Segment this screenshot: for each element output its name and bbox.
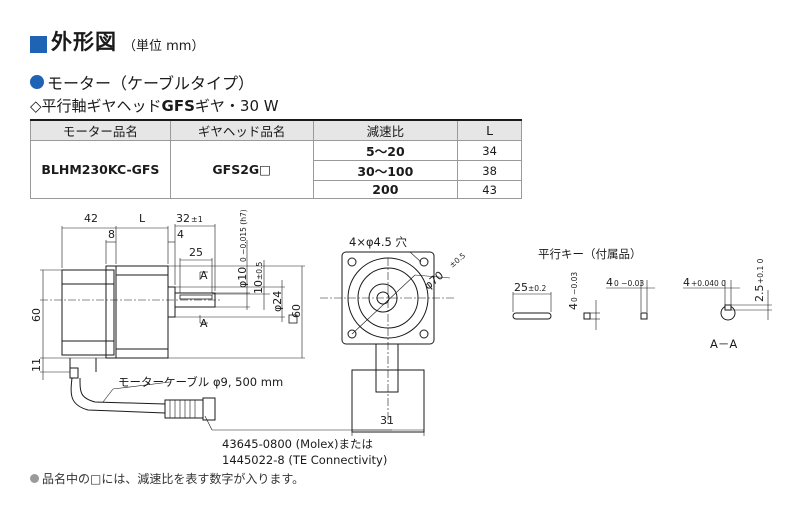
- ratio-cell: 5～20: [312, 140, 459, 161]
- motor-body: [61, 269, 115, 356]
- dim-shaft-tol: 0 −0.015 (h7): [239, 209, 248, 262]
- bullet-dot-icon: [30, 75, 44, 89]
- parallel-key: [512, 304, 736, 321]
- col-header-L: L: [457, 119, 522, 141]
- key-4b: 4: [606, 276, 613, 289]
- dim-60-left: 60: [30, 308, 43, 322]
- key-title: 平行キー（付属品）: [538, 247, 642, 261]
- ratio-cell: 30～100: [312, 160, 459, 181]
- dim-4: 4: [177, 228, 184, 241]
- centerlines: [40, 258, 455, 425]
- footnote: 品名中の□には、減速比を表す数字が入ります。: [30, 470, 304, 487]
- col-header-motor: モーター品名: [30, 119, 171, 141]
- side-view: [61, 265, 216, 421]
- spec-table-header-row: モーター品名 ギヤヘッド品名 減速比 L: [30, 119, 522, 141]
- dim-shaft-phi: φ10: [236, 267, 249, 288]
- square-mark-icon: [288, 314, 298, 324]
- connector-label-1: 43645-0800 (Molex)または: [222, 437, 373, 451]
- front-phi70: φ70: [422, 269, 447, 293]
- table-row: 30～100 38: [31, 160, 522, 181]
- footnote-text: 品名中の□には、減速比を表す数字が入ります。: [42, 472, 305, 486]
- aa-4-tol: +0.040 0: [691, 279, 726, 288]
- dim-10: 10: [252, 280, 265, 294]
- front-31: 31: [380, 414, 394, 427]
- table-row: 200 43: [31, 180, 522, 199]
- aa-25: 2.5: [753, 285, 766, 303]
- aa-label: A－A: [710, 337, 737, 351]
- key-4a-tol: 0 −0.03: [570, 272, 579, 302]
- section-a-bottom: A: [200, 317, 208, 330]
- aa-4: 4: [683, 276, 690, 289]
- key-25: 25: [514, 281, 528, 294]
- gearhead-model-cell: GFS2G□: [169, 140, 314, 199]
- front-holes-label: 4×φ4.5 穴: [349, 235, 407, 249]
- cable-label: モーターケーブル φ9, 500 mm: [118, 375, 283, 389]
- dim-32-tol: ±1: [191, 215, 203, 224]
- motor-type-heading: モーター（ケーブルタイプ）: [30, 70, 254, 94]
- spec-table: モーター品名 ギヤヘッド品名 減速比 L BLHM230KC-GFS GFS2G…: [30, 119, 522, 199]
- dim-8: 8: [108, 228, 115, 241]
- front-view: [341, 251, 435, 433]
- dim-11: 11: [30, 358, 43, 372]
- dim-60-right: 60: [290, 304, 303, 318]
- gearhead-code: GFS: [161, 96, 195, 115]
- dim-L: L: [139, 212, 146, 225]
- dim-10-tol: ±0.5: [255, 262, 264, 280]
- side-dimensions: [40, 224, 392, 431]
- motor-type-text: モーター（ケーブルタイプ）: [47, 74, 255, 93]
- gearhead-prefix: ◇平行軸ギヤヘッド: [30, 97, 162, 115]
- L-cell: 43: [457, 180, 522, 199]
- gearhead-body: [115, 265, 169, 359]
- unit-label: （単位 mm）: [123, 39, 205, 54]
- page-title-block: 外形図 （単位 mm）: [30, 30, 204, 56]
- key-4a: 4: [567, 303, 580, 310]
- front-phi70-tol: ±0.5: [448, 251, 468, 270]
- page-title: 外形図: [51, 30, 117, 54]
- col-header-ratio: 減速比: [312, 119, 459, 141]
- gearhead-heading: ◇平行軸ギヤヘッド GFS ギヤ・30 W: [30, 95, 279, 116]
- aa-25-tol: +0.1 0: [756, 258, 765, 284]
- dim-phi24: φ24: [271, 291, 284, 312]
- note-bullet-icon: [30, 474, 39, 483]
- key-25-tol: ±0.2: [528, 284, 546, 293]
- dim-42: 42: [84, 212, 98, 225]
- col-header-gearhead: ギヤヘッド品名: [169, 119, 314, 141]
- ratio-cell: 200: [312, 180, 459, 199]
- key-4b-tol: 0 −0.03: [614, 279, 644, 288]
- title-square-icon: [30, 36, 47, 53]
- table-row: BLHM230KC-GFS GFS2G□ 5～20 34: [30, 140, 522, 199]
- dim-25: 25: [189, 246, 203, 259]
- key-side: [512, 312, 552, 320]
- section-a-top: A: [200, 269, 208, 282]
- gearhead-suffix: ギヤ・30 W: [194, 97, 279, 115]
- connector-label-2: 1445022-8 (TE Connectivity): [222, 453, 387, 467]
- motor-model-cell: BLHM230KC-GFS: [30, 140, 171, 199]
- front-dimensions: [351, 251, 451, 436]
- key-dimensions: [512, 280, 772, 330]
- dim-32: 32: [176, 212, 190, 225]
